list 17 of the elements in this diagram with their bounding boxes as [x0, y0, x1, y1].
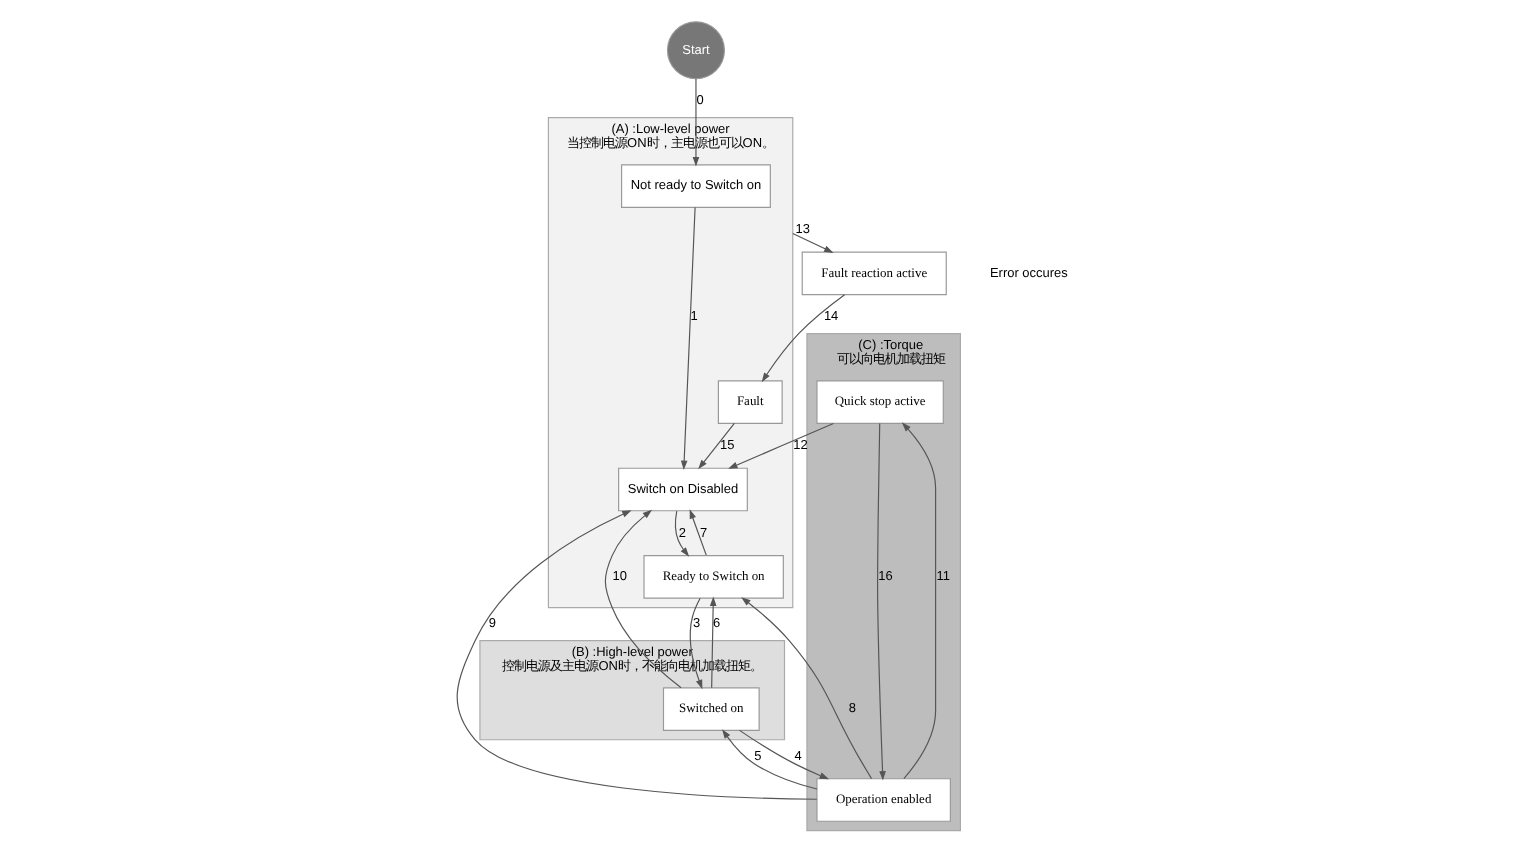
arrow: [728, 422, 834, 469]
arrow: [680, 206, 696, 470]
arrow: [604, 509, 682, 689]
arrow: [692, 78, 700, 167]
arrow: [674, 510, 690, 557]
arrow: [689, 597, 703, 690]
arrow: [709, 596, 717, 689]
arrow: [876, 422, 886, 781]
arrow: [761, 294, 846, 383]
arrow: [901, 422, 937, 780]
arrow: [741, 597, 873, 780]
arrow: [698, 422, 735, 470]
arrow: [689, 509, 707, 556]
arrow: [792, 232, 834, 253]
arrow: [722, 729, 818, 790]
arrow: [456, 510, 818, 800]
arrow: [738, 729, 830, 780]
